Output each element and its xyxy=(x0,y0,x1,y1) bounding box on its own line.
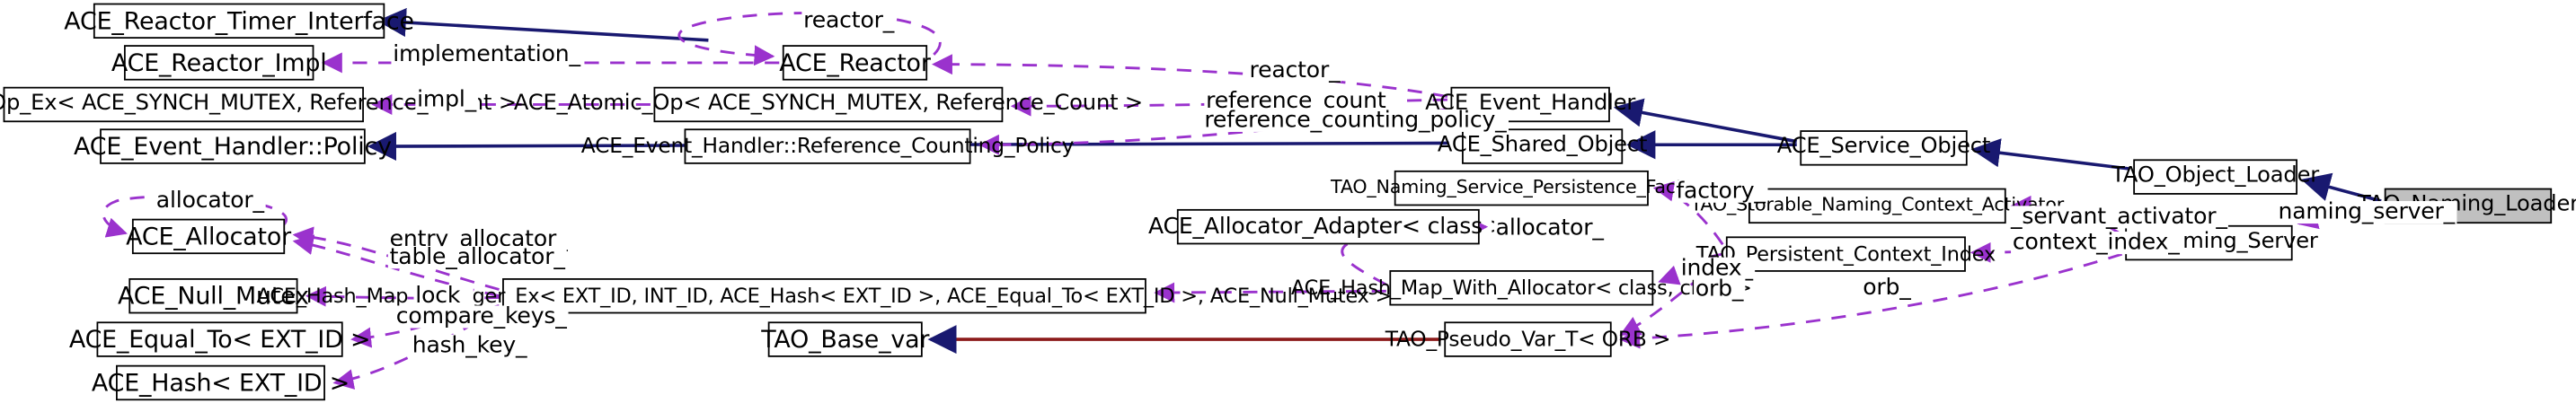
node-ace-allocator-adapter[interactable]: ACE_Allocator_Adapter< class > xyxy=(1148,208,1509,245)
node-ace-event-handler[interactable]: ACE_Event_Handler xyxy=(1425,86,1635,123)
node-ace-atomic-op[interactable]: ACE_Atomic_Op< ACE_SYNCH_MUTEX, Referenc… xyxy=(514,86,1143,123)
node-label: ACE_Reactor_Impl xyxy=(111,47,327,77)
node-label: ACE_Atomic_Op< ACE_SYNCH_MUTEX, Referenc… xyxy=(513,90,1144,117)
node-ace-allocator[interactable]: ACE_Allocator xyxy=(126,218,291,255)
edge-label-reactor-right: reactor_ xyxy=(1247,57,1342,84)
node-label: TAO_Pseudo_Var_T< ORB > xyxy=(1385,327,1671,352)
edge-label-orb-mid: orb_ xyxy=(1861,275,1913,302)
node-label: ACE_Hash< EXT_ID > xyxy=(91,367,350,397)
edge-label-naming-server: naming_server_ xyxy=(2276,199,2456,225)
node-tao-storable-naming-context-activator[interactable]: TAO_Storable_Naming_Context_Activator xyxy=(1691,188,2064,224)
node-ace-hash-map-manager-ex[interactable]: ACE_Hash_Map_Manager_Ex< EXT_ID, INT_ID,… xyxy=(257,277,1392,314)
node-ace-event-handler-reference-counting-policy[interactable]: ACE_Event_Handler::Reference_Counting_Po… xyxy=(581,128,1074,164)
node-ace-shared-object[interactable]: ACE_Shared_Object xyxy=(1438,128,1647,164)
edge-label-reference-count: reference_count_ xyxy=(1204,88,1399,115)
edge-label-reactor-top: reactor_ xyxy=(801,7,896,34)
node-ace-atomic-op-ex[interactable]: ACE_Atomic_Op_Ex< ACE_SYNCH_MUTEX, Refer… xyxy=(0,86,517,123)
node-ace-reactor-timer-interface[interactable]: ACE_Reactor_Timer_Interface xyxy=(64,3,414,39)
node-label: TAO_Base_var xyxy=(761,324,930,354)
node-ace-service-object[interactable]: ACE_Service_Object xyxy=(1777,130,1990,166)
node-tao-persistent-context-index[interactable]: TAO_Persistent_Context_Index xyxy=(1696,236,1996,272)
node-label: ACE_Service_Object xyxy=(1776,134,1991,160)
node-label: ACE_Shared_Object xyxy=(1437,132,1648,159)
node-label: ACE_Event_Handler::Policy xyxy=(74,131,392,161)
node-label: ACE_Reactor xyxy=(779,47,931,77)
node-tao-naming-service-persistence-factory[interactable]: TAO_Naming_Service_Persistence_Factory xyxy=(1331,170,1713,206)
node-tao-base-var[interactable]: TAO_Base_var xyxy=(761,321,929,357)
node-ace-hash-ext-id[interactable]: ACE_Hash< EXT_ID > xyxy=(92,364,350,401)
node-label: ACE_Allocator xyxy=(126,221,291,250)
node-ace-reactor-impl[interactable]: ACE_Reactor_Impl xyxy=(111,45,327,81)
node-label: ACE_Hash_Map_With_Allocator< class, clas… xyxy=(1290,274,1752,299)
edge-label-allocator-top: allocator_ xyxy=(155,188,266,215)
edge-label-reference-counting-policy: reference_counting_policy_ xyxy=(1202,108,1509,134)
node-ace-reactor[interactable]: ACE_Reactor xyxy=(779,45,931,81)
edge-label-index: index_ xyxy=(1678,255,1755,282)
node-label: ACE_Atomic_Op_Ex< ACE_SYNCH_MUTEX, Refer… xyxy=(0,90,517,117)
node-label: ACE_Allocator_Adapter< class > xyxy=(1147,214,1509,240)
edge-label-context-index: context_index_ xyxy=(2011,230,2182,256)
edge-label-lock: lock_ xyxy=(413,283,474,310)
edge-label-factory: factory_ xyxy=(1674,178,1767,205)
node-ace-hash-map-with-allocator[interactable]: ACE_Hash_Map_With_Allocator< class, clas… xyxy=(1291,270,1752,306)
node-tao-object-loader[interactable]: TAO_Object_Loader xyxy=(2111,159,2319,195)
node-label: ACE_Hash_Map_Manager_Ex< EXT_ID, INT_ID,… xyxy=(256,282,1393,307)
node-ace-equal-to-ext-id[interactable]: ACE_Equal_To< EXT_ID > xyxy=(69,321,371,357)
edge-label-implementation: implementation_ xyxy=(391,41,582,68)
edge-label-hash-key: hash_key_ xyxy=(410,332,529,359)
node-label: ACE_Reactor_Timer_Interface xyxy=(64,5,414,35)
node-ace-event-handler-policy[interactable]: ACE_Event_Handler::Policy xyxy=(74,128,392,164)
edge-label-allocator-mid: allocator_ xyxy=(1493,215,1606,241)
node-label: TAO_Persistent_Context_Index xyxy=(1695,241,1996,266)
edge-label-orb-right: orb_ xyxy=(1694,276,1746,302)
edge-label-servant-activator: _servant_activator_ xyxy=(2009,204,2229,231)
node-label: TAO_Storable_Naming_Context_Activator xyxy=(1690,193,2065,216)
node-label: TAO_Object_Loader xyxy=(2111,162,2320,189)
edge-label-impl: impl_ xyxy=(415,86,478,113)
node-label: ACE_Event_Handler xyxy=(1425,90,1636,117)
node-label: ACE_Equal_To< EXT_ID > xyxy=(68,324,371,354)
node-label: ACE_Null_Mutex xyxy=(118,280,309,310)
edge-label-table-allocator: table_allocator_ xyxy=(387,244,567,271)
node-label: ACE_Event_Handler::Reference_Counting_Po… xyxy=(580,134,1075,159)
node-tao-pseudo-var-t-orb[interactable]: TAO_Pseudo_Var_T< ORB > xyxy=(1385,321,1670,357)
edge-label-compare-keys: compare_keys_ xyxy=(394,303,569,330)
node-label: TAO_Naming_Service_Persistence_Factory xyxy=(1331,175,1713,198)
node-ace-null-mutex[interactable]: ACE_Null_Mutex xyxy=(118,277,309,314)
